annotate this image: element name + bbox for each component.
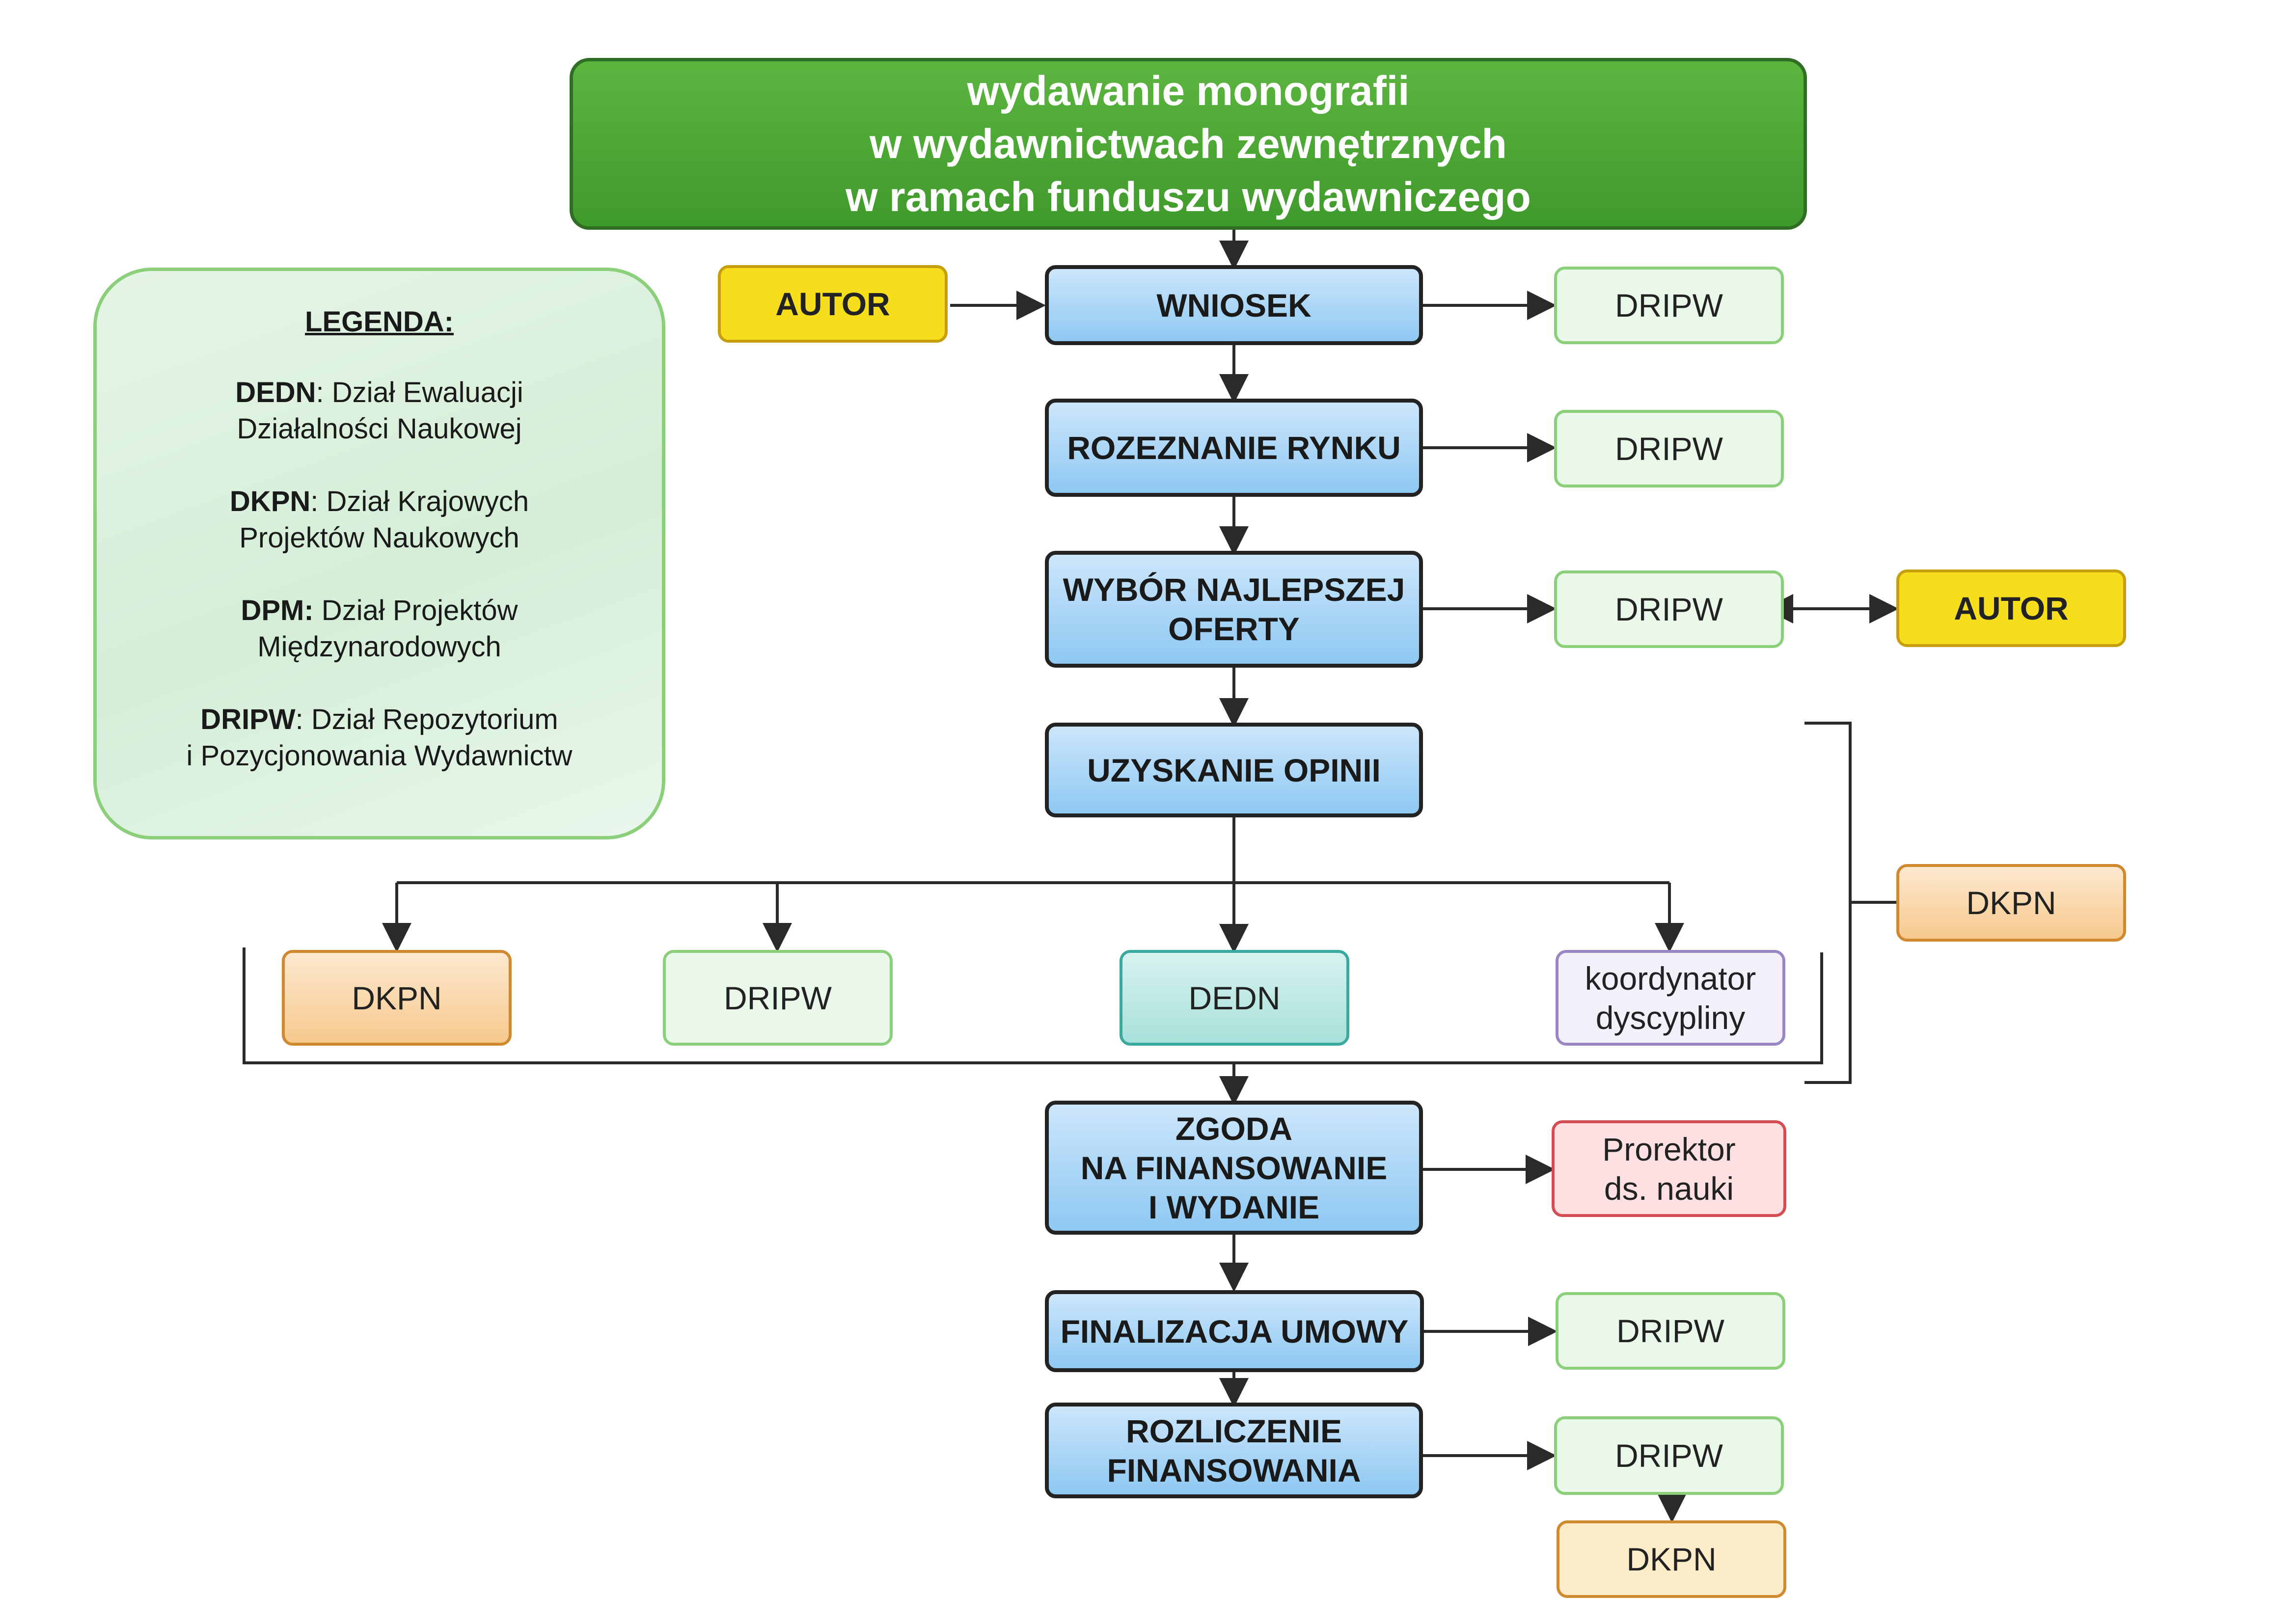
legend-heading: LEGENDA:	[305, 306, 454, 338]
legend-abbr: DRIPW	[200, 703, 296, 735]
legend-sep: :	[310, 486, 319, 517]
step-uzyskanie-opinii: UZYSKANIE OPINII	[1045, 723, 1423, 817]
opinion-koordynator: koordynator dyscypliny	[1556, 950, 1785, 1046]
legend-entry-dpm: DPM: Dział Projektów Międzynarodowych	[97, 593, 662, 665]
actor-dkpn-side: DKPN	[1896, 864, 2126, 942]
actor-dripw-rozliczenie: DRIPW	[1554, 1416, 1784, 1495]
step-rozeznanie-rynku: ROZEZNANIE RYNKU	[1045, 399, 1423, 497]
actor-autor-right: AUTOR	[1896, 569, 2126, 647]
actor-dripw-wybor: DRIPW	[1554, 570, 1784, 648]
legend-abbr: DKPN	[229, 486, 311, 517]
legend-abbr: DPM:	[241, 595, 314, 626]
legend-sep: :	[295, 703, 303, 735]
legend-entry-dkpn: DKPN: Dział Krajowych Projektów Naukowyc…	[97, 484, 662, 556]
legend-text: Dział Repozytorium i Pozycjonowania Wyda…	[186, 703, 573, 772]
actor-dripw-rozeznanie: DRIPW	[1554, 410, 1784, 487]
opinion-dedn: DEDN	[1120, 950, 1349, 1046]
actor-autor-top: AUTOR	[718, 265, 948, 343]
opinion-dkpn: DKPN	[282, 950, 512, 1046]
legend-text: Dział Ewaluacji Działalności Naukowej	[237, 377, 523, 445]
process-title: wydawanie monografii w wydawnictwach zew…	[570, 58, 1807, 230]
step-rozliczenie: ROZLICZENIE FINANSOWANIA	[1045, 1403, 1423, 1498]
actor-dripw-wniosek: DRIPW	[1554, 267, 1784, 344]
legend-abbr: DEDN	[235, 377, 316, 408]
opinion-dripw: DRIPW	[663, 950, 893, 1046]
legend: LEGENDA: DEDN: Dział Ewaluacji Działalno…	[93, 268, 665, 839]
legend-text: Dział Krajowych Projektów Naukowych	[239, 486, 529, 554]
step-finalizacja-umowy: FINALIZACJA UMOWY	[1045, 1290, 1424, 1372]
step-wybor-oferty: WYBÓR NAJLEPSZEJ OFERTY	[1045, 551, 1423, 668]
legend-entry-dedn: DEDN: Dział Ewaluacji Działalności Nauko…	[97, 375, 662, 447]
actor-prorektor: Prorektor ds. nauki	[1552, 1120, 1786, 1217]
actor-dkpn-bottom: DKPN	[1557, 1520, 1786, 1598]
dkpn-bracket	[1804, 722, 1852, 1084]
legend-text: Dział Projektów Międzynarodowych	[257, 595, 518, 663]
step-zgoda: ZGODA NA FINANSOWANIE I WYDANIE	[1045, 1101, 1423, 1235]
actor-dripw-umowa: DRIPW	[1556, 1292, 1785, 1370]
opinions-bracket	[243, 947, 1823, 1064]
legend-entry-dripw: DRIPW: Dział Repozytorium i Pozycjonowan…	[97, 702, 662, 774]
legend-sep: :	[316, 377, 324, 408]
step-wniosek: WNIOSEK	[1045, 265, 1423, 345]
